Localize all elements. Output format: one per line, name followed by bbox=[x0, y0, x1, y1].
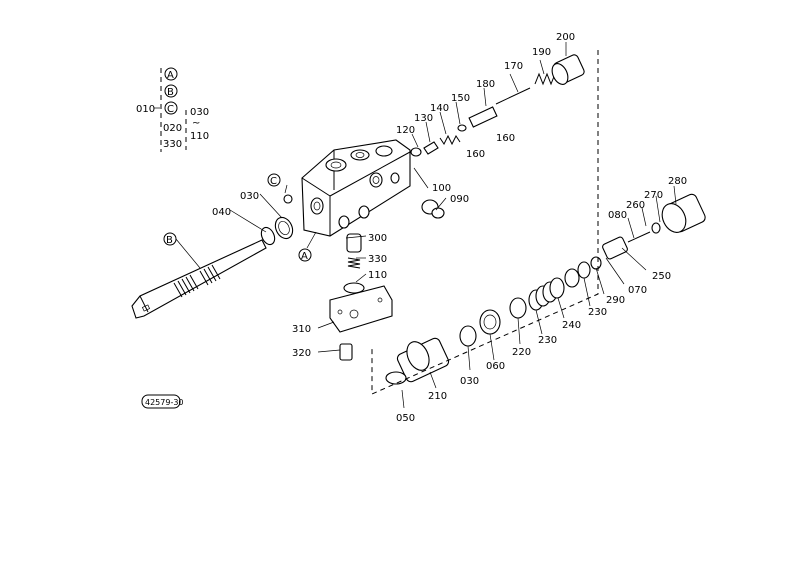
marker-circle-b bbox=[163, 232, 177, 246]
marker-c-label: C bbox=[270, 176, 277, 187]
callout-090: 090 bbox=[450, 194, 469, 205]
spool-grooves bbox=[173, 264, 221, 298]
callout-130: 130 bbox=[414, 113, 433, 124]
callout-160-left: 160 bbox=[466, 149, 485, 160]
callout-160-right: 160 bbox=[496, 133, 515, 144]
callout-190: 190 bbox=[532, 47, 551, 58]
legend-tilde: ~ bbox=[192, 118, 200, 129]
callout-230-right: 230 bbox=[588, 307, 607, 318]
callout-310: 310 bbox=[292, 324, 311, 335]
spool-assembly bbox=[131, 194, 294, 319]
legend-circle-c-label: C bbox=[167, 104, 174, 115]
callout-320: 320 bbox=[292, 348, 311, 359]
leader-lines bbox=[175, 42, 677, 409]
callout-220: 220 bbox=[512, 347, 531, 358]
legend-label-330: 330 bbox=[163, 139, 182, 150]
callout-120: 120 bbox=[396, 125, 415, 136]
callout-150: 150 bbox=[451, 93, 470, 104]
valve-body bbox=[301, 139, 411, 237]
legend-circle-b-label: B bbox=[167, 87, 174, 98]
relief-valve-parts bbox=[329, 193, 706, 385]
callout-330: 330 bbox=[368, 254, 387, 265]
callout-260: 260 bbox=[626, 200, 645, 211]
callout-180: 180 bbox=[476, 79, 495, 90]
callout-290: 290 bbox=[606, 295, 625, 306]
callout-050: 050 bbox=[396, 413, 415, 424]
callout-040: 040 bbox=[212, 207, 231, 218]
callout-170: 170 bbox=[504, 61, 523, 72]
legend-label-110: 110 bbox=[190, 131, 209, 142]
legend-label-010: 010 bbox=[136, 104, 155, 115]
legend-circle-c bbox=[164, 101, 178, 115]
legend-label-030: 030 bbox=[190, 107, 209, 118]
marker-b-label: B bbox=[166, 235, 173, 246]
callout-030-right: 030 bbox=[460, 376, 479, 387]
legend-tree: A B C 010 020 030 ~ 110 330 bbox=[136, 67, 209, 152]
marker-circle-c bbox=[267, 173, 281, 187]
callout-240: 240 bbox=[562, 320, 581, 331]
callout-110: 110 bbox=[368, 270, 387, 281]
callout-070: 070 bbox=[628, 285, 647, 296]
figure-code: 42579-30 bbox=[141, 394, 184, 409]
relief-spring bbox=[528, 277, 565, 311]
callout-markers: C B A bbox=[163, 173, 312, 262]
callout-230-left: 230 bbox=[538, 335, 557, 346]
legend-label-020: 020 bbox=[163, 123, 182, 134]
callout-140: 140 bbox=[430, 103, 449, 114]
figure-code-label: 42579-30 bbox=[145, 398, 184, 407]
marker-a-label: A bbox=[301, 251, 308, 262]
callout-200: 200 bbox=[556, 32, 575, 43]
callout-300: 300 bbox=[368, 233, 387, 244]
callout-250: 250 bbox=[652, 271, 671, 282]
legend-circle-b bbox=[164, 84, 178, 98]
callout-270: 270 bbox=[644, 190, 663, 201]
callout-080: 080 bbox=[608, 210, 627, 221]
callout-210: 210 bbox=[428, 391, 447, 402]
pilot-parts bbox=[410, 54, 585, 219]
legend-circle-a bbox=[164, 67, 178, 81]
legend-circle-a-label: A bbox=[167, 70, 174, 81]
callout-labels: 030 040 100 090 120 130 140 150 180 160 … bbox=[212, 32, 687, 424]
group-boundary bbox=[371, 50, 599, 395]
callout-060: 060 bbox=[486, 361, 505, 372]
callout-280: 280 bbox=[668, 176, 687, 187]
callout-030-left: 030 bbox=[240, 191, 259, 202]
callout-100: 100 bbox=[432, 183, 451, 194]
marker-circle-a bbox=[298, 248, 312, 262]
